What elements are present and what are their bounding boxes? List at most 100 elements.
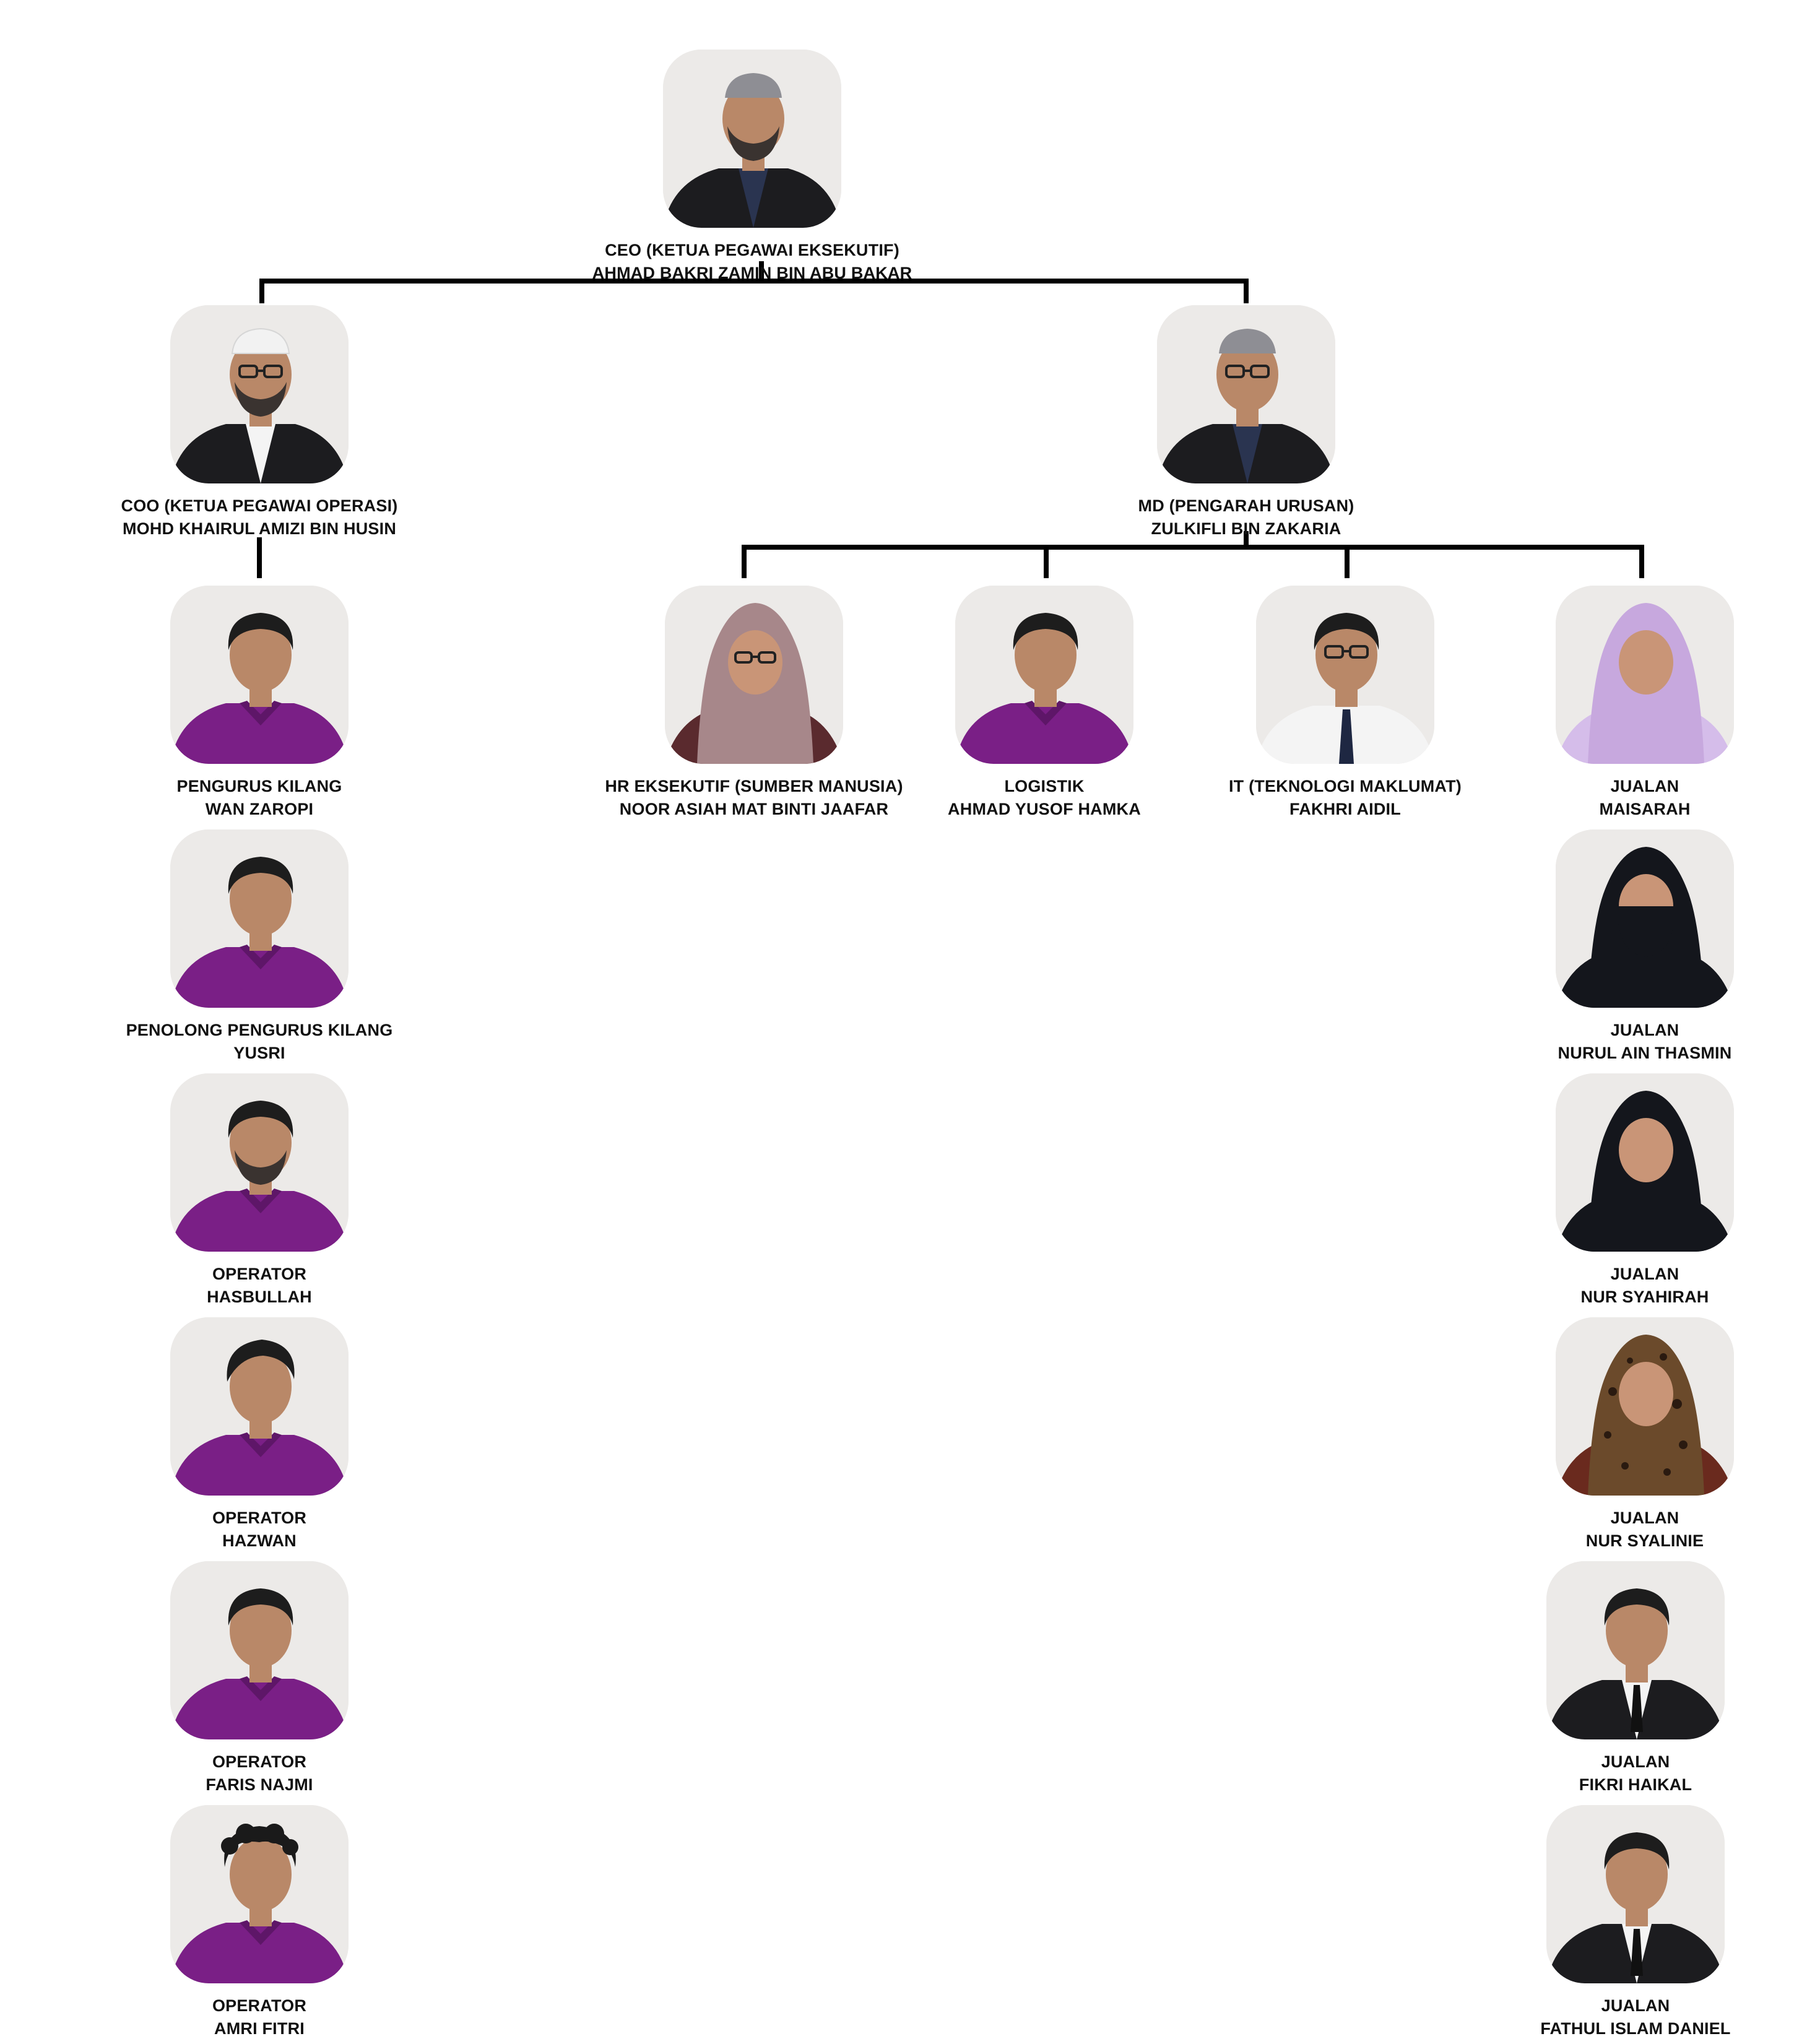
org-node-it: IT (TEKNOLOGI MAKLUMAT) FAKHRI AIDIL <box>1159 586 1531 821</box>
person-name: MOHD KHAIRUL AMIZI BIN HUSIN <box>122 519 397 538</box>
node-label: OPERATOR HASBULLAH <box>74 1263 445 1309</box>
person-portrait-illustration <box>170 586 349 764</box>
role-title: JUALAN <box>1610 1509 1679 1527</box>
person-portrait-illustration <box>170 305 349 483</box>
person-name: NOOR ASIAH MAT BINTI JAAFAR <box>619 800 889 818</box>
portrait-photo <box>170 1317 349 1496</box>
org-node-operator-hasbullah: OPERATOR HASBULLAH <box>74 1073 445 1309</box>
org-node-jualan-syalinie: JUALAN NUR SYALINIE <box>1459 1317 1807 1552</box>
person-portrait-illustration <box>170 1317 349 1496</box>
role-title: OPERATOR <box>212 1509 307 1527</box>
portrait-photo <box>1556 1317 1734 1496</box>
person-name: WAN ZAROPI <box>205 800 314 818</box>
portrait-photo <box>1556 829 1734 1008</box>
portrait-photo <box>955 586 1133 764</box>
person-name: NUR SYALINIE <box>1585 1531 1704 1550</box>
org-node-operator-hazwan: OPERATOR HAZWAN <box>74 1317 445 1552</box>
person-portrait-illustration <box>170 1561 349 1739</box>
node-label: PENOLONG PENGURUS KILANG YUSRI <box>74 1019 445 1065</box>
person-name: FAKHRI AIDIL <box>1289 800 1401 818</box>
node-label: PENGURUS KILANG WAN ZAROPI <box>74 775 445 821</box>
role-title: CEO (KETUA PEGAWAI EKSEKUTIF) <box>605 241 899 259</box>
org-node-hr: HR EKSEKUTIF (SUMBER MANUSIA) NOOR ASIAH… <box>568 586 940 821</box>
person-name: HAZWAN <box>222 1531 297 1550</box>
org-node-md: MD (PENGARAH URUSAN) ZULKIFLI BIN ZAKARI… <box>1060 305 1432 540</box>
org-node-penolong-pengurus: PENOLONG PENGURUS KILANG YUSRI <box>74 829 445 1065</box>
role-title: OPERATOR <box>212 1265 307 1283</box>
role-title: MD (PENGARAH URUSAN) <box>1138 496 1354 515</box>
portrait-photo <box>170 1073 349 1252</box>
person-portrait-illustration <box>1556 586 1734 764</box>
portrait-photo <box>1546 1561 1725 1739</box>
person-name: YUSRI <box>233 1044 285 1062</box>
person-portrait-illustration <box>1556 829 1734 1008</box>
org-node-jualan-maisarah: JUALAN MAISARAH <box>1459 586 1807 821</box>
org-node-coo: COO (KETUA PEGAWAI OPERASI) MOHD KHAIRUL… <box>74 305 445 540</box>
node-label: COO (KETUA PEGAWAI OPERASI) MOHD KHAIRUL… <box>74 495 445 540</box>
person-portrait-illustration <box>663 50 841 228</box>
portrait-photo <box>665 586 843 764</box>
node-label: OPERATOR FARIS NAJMI <box>74 1751 445 1796</box>
role-title: PENGURUS KILANG <box>176 777 342 795</box>
person-name: AHMAD YUSOF HAMKA <box>948 800 1141 818</box>
portrait-photo <box>170 305 349 483</box>
role-title: OPERATOR <box>212 1996 307 2015</box>
person-portrait-illustration <box>665 586 843 764</box>
node-label: CEO (KETUA PEGAWAI EKSEKUTIF) AHMAD BAKR… <box>566 239 938 285</box>
person-name: NUR SYAHIRAH <box>1580 1288 1709 1306</box>
org-node-jualan-syahirah: JUALAN NUR SYAHIRAH <box>1459 1073 1807 1309</box>
org-node-logistik: LOGISTIK AHMAD YUSOF HAMKA <box>859 586 1230 821</box>
person-portrait-illustration <box>170 829 349 1008</box>
node-label: JUALAN FIKRI HAIKAL <box>1450 1751 1807 1796</box>
person-name: FARIS NAJMI <box>206 1775 313 1794</box>
node-label: HR EKSEKUTIF (SUMBER MANUSIA) NOOR ASIAH… <box>568 775 940 821</box>
node-label: OPERATOR AMRI FITRI <box>74 1994 445 2040</box>
role-title: HR EKSEKUTIF (SUMBER MANUSIA) <box>605 777 903 795</box>
role-title: JUALAN <box>1610 1021 1679 1039</box>
person-portrait-illustration <box>1546 1561 1725 1739</box>
org-node-operator-amri: OPERATOR AMRI FITRI <box>74 1805 445 2040</box>
role-title: LOGISTIK <box>1004 777 1085 795</box>
person-name: ZULKIFLI BIN ZAKARIA <box>1151 519 1341 538</box>
portrait-photo <box>1256 586 1434 764</box>
node-label: JUALAN NURUL AIN THASMIN <box>1459 1019 1807 1065</box>
person-name: HASBULLAH <box>207 1288 312 1306</box>
portrait-photo <box>170 1561 349 1739</box>
org-node-jualan-nurul-ain: JUALAN NURUL AIN THASMIN <box>1459 829 1807 1065</box>
node-label: OPERATOR HAZWAN <box>74 1507 445 1552</box>
portrait-photo <box>663 50 841 228</box>
person-portrait-illustration <box>170 1073 349 1252</box>
person-portrait-illustration <box>1157 305 1335 483</box>
portrait-photo <box>170 1805 349 1983</box>
node-label: JUALAN FATHUL ISLAM DANIEL <box>1450 1994 1807 2040</box>
person-portrait-illustration <box>1556 1317 1734 1496</box>
person-portrait-illustration <box>955 586 1133 764</box>
role-title: IT (TEKNOLOGI MAKLUMAT) <box>1228 777 1462 795</box>
portrait-photo <box>1556 586 1734 764</box>
person-name: MAISARAH <box>1599 800 1691 818</box>
role-title: PENOLONG PENGURUS KILANG <box>126 1021 393 1039</box>
person-name: AHMAD BAKRI ZAMIN BIN ABU BAKAR <box>592 264 912 282</box>
role-title: JUALAN <box>1601 1996 1670 2015</box>
portrait-photo <box>1157 305 1335 483</box>
node-label: LOGISTIK AHMAD YUSOF HAMKA <box>859 775 1230 821</box>
person-name: NURUL AIN THASMIN <box>1558 1044 1732 1062</box>
org-node-operator-faris: OPERATOR FARIS NAJMI <box>74 1561 445 1796</box>
portrait-photo <box>1556 1073 1734 1252</box>
node-label: JUALAN NUR SYAHIRAH <box>1459 1263 1807 1309</box>
portrait-photo <box>1546 1805 1725 1983</box>
node-label: MD (PENGARAH URUSAN) ZULKIFLI BIN ZAKARI… <box>1060 495 1432 540</box>
role-title: COO (KETUA PEGAWAI OPERASI) <box>121 496 398 515</box>
person-name: FIKRI HAIKAL <box>1579 1775 1692 1794</box>
role-title: JUALAN <box>1601 1752 1670 1771</box>
portrait-photo <box>170 586 349 764</box>
person-portrait-illustration <box>1556 1073 1734 1252</box>
person-name: AMRI FITRI <box>214 2019 305 2038</box>
portrait-photo <box>170 829 349 1008</box>
org-node-ceo: CEO (KETUA PEGAWAI EKSEKUTIF) AHMAD BAKR… <box>566 50 938 285</box>
person-portrait-illustration <box>170 1805 349 1983</box>
person-portrait-illustration <box>1256 586 1434 764</box>
person-portrait-illustration <box>1546 1805 1725 1983</box>
org-node-jualan-fathul: JUALAN FATHUL ISLAM DANIEL <box>1450 1805 1807 2040</box>
org-node-jualan-fikri: JUALAN FIKRI HAIKAL <box>1450 1561 1807 1796</box>
